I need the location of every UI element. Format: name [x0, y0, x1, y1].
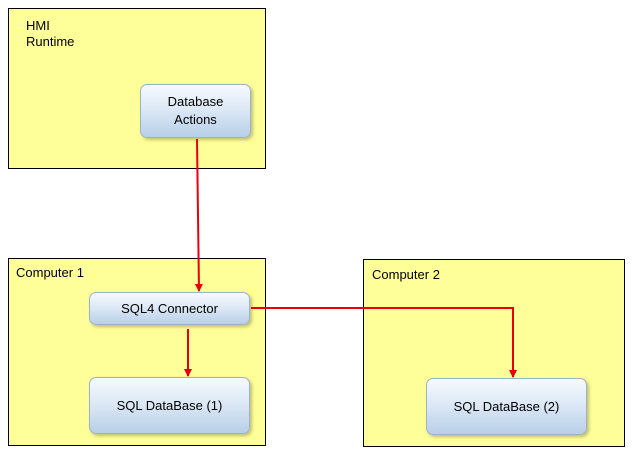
computer-2-label: Computer 2	[372, 267, 440, 282]
hmi-label-line1: HMI	[26, 18, 50, 33]
hmi-runtime-label: HMI Runtime	[26, 18, 74, 50]
database-actions-node[interactable]: Database Actions	[140, 84, 251, 138]
sql-database-2-label: SQL DataBase (2)	[453, 398, 560, 414]
hmi-label-line2: Runtime	[26, 34, 75, 49]
sql4-connector-node[interactable]: SQL4 Connector	[89, 292, 250, 325]
sql-database-1-label: SQL DataBase (1)	[116, 397, 223, 413]
database-actions-line1: Database	[167, 94, 224, 109]
sql-database-1-node[interactable]: SQL DataBase (1)	[89, 377, 250, 434]
sql-database-2-node[interactable]: SQL DataBase (2)	[426, 378, 587, 435]
sql4-connector-label: SQL4 Connector	[121, 300, 218, 316]
database-actions-line2: Actions	[174, 112, 217, 127]
computer-1-label: Computer 1	[16, 265, 84, 280]
